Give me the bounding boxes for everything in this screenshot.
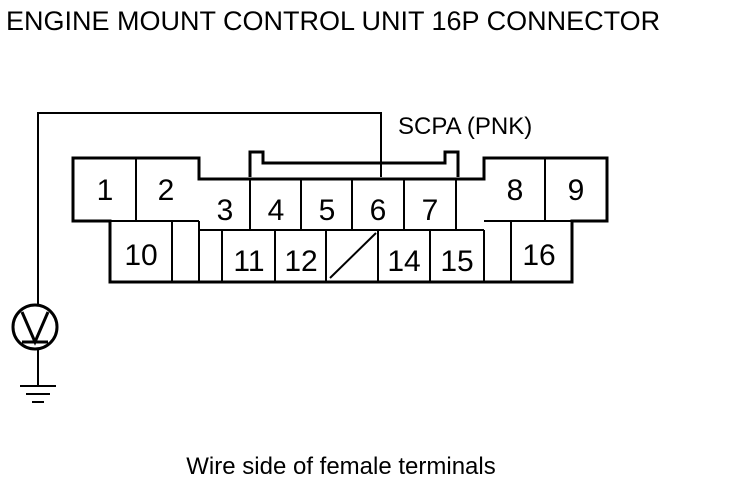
terminal-12: 12 — [284, 245, 317, 278]
terminal-14: 14 — [387, 245, 420, 278]
cavity-dividers — [73, 158, 607, 282]
ground-icon — [20, 349, 56, 403]
diagram-title: ENGINE MOUNT CONTROL UNIT 16P CONNECTOR — [6, 6, 660, 36]
terminal-1: 1 — [97, 174, 114, 207]
terminal-15: 15 — [440, 245, 473, 278]
terminal-8: 8 — [507, 174, 524, 207]
terminal-3: 3 — [217, 194, 234, 227]
terminal-2: 2 — [158, 174, 175, 207]
terminal-6: 6 — [370, 194, 387, 227]
diagram-caption: Wire side of female terminals — [186, 453, 495, 480]
terminal-10: 10 — [124, 239, 157, 272]
blank-cavity-slash — [329, 232, 377, 279]
terminal-labels: 1 2 3 4 5 6 7 8 9 10 11 12 14 15 16 — [97, 174, 585, 278]
terminal-9: 9 — [568, 174, 585, 207]
probe-wire — [37, 112, 382, 306]
terminal-11: 11 — [233, 245, 264, 278]
terminal-5: 5 — [319, 194, 336, 227]
connector-latch — [248, 150, 460, 177]
voltmeter-icon — [11, 303, 59, 351]
terminal-7: 7 — [422, 194, 439, 227]
terminal-4: 4 — [268, 194, 285, 227]
terminal-16: 16 — [522, 239, 555, 272]
wire-label: SCPA (PNK) — [398, 113, 532, 140]
